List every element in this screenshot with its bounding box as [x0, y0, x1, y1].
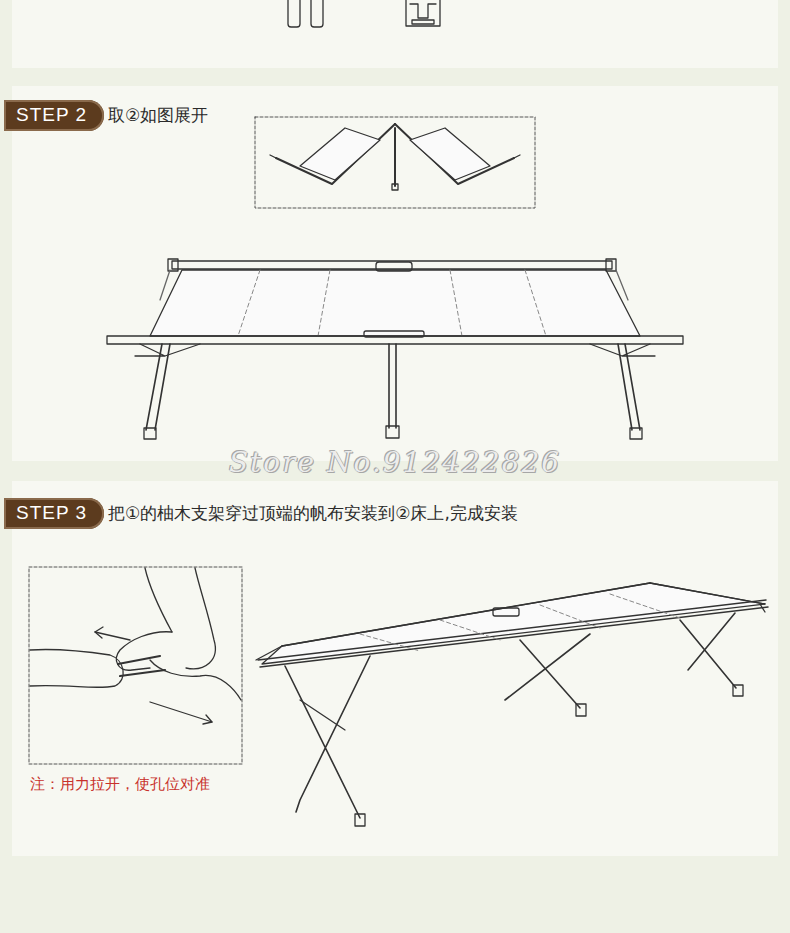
drawing-part	[389, 344, 396, 428]
cot-side-view	[107, 259, 683, 439]
drawing-part	[410, 128, 490, 180]
drawing-part	[262, 583, 765, 664]
drawing-part	[282, 583, 650, 646]
drawing-part	[160, 270, 628, 300]
watermark: Store No.912422826	[229, 446, 561, 479]
drawing-part	[606, 259, 616, 271]
drawing-part	[376, 262, 412, 271]
drawing-part	[300, 700, 345, 730]
drawing-part	[630, 428, 642, 439]
drawing-part	[118, 656, 165, 676]
folded-cot	[270, 124, 520, 190]
drawing-part	[493, 608, 519, 616]
drawing-part	[270, 155, 520, 158]
drawing-part	[146, 344, 170, 430]
drawing-part	[410, 4, 436, 18]
drawing-part	[355, 814, 365, 826]
panel	[12, 481, 778, 856]
drawing-part	[505, 634, 590, 708]
drawing-part	[150, 270, 640, 336]
drawing-part	[168, 259, 178, 271]
drawing-part	[394, 128, 396, 186]
drawing-part	[360, 594, 680, 651]
drawing-part	[733, 685, 743, 696]
drawing-part	[145, 568, 215, 669]
drawing-part	[276, 124, 395, 184]
drawing-part	[412, 20, 434, 24]
instruction-text: 取②如图展开	[108, 104, 208, 127]
detail-frame	[29, 567, 242, 764]
step-badge: STEP 3	[4, 498, 104, 529]
folded-parts	[288, 0, 440, 27]
drawing-part	[576, 704, 586, 716]
drawing-part	[392, 184, 398, 190]
drawing-part	[150, 702, 212, 722]
drawing-part	[150, 660, 241, 700]
drawing-part	[364, 331, 424, 337]
drawing-part	[238, 270, 546, 336]
drawing-part	[311, 0, 323, 27]
drawing-part	[760, 604, 765, 612]
drawing-part	[203, 715, 212, 724]
drawing-part	[386, 426, 399, 438]
step-label: STEP 2	[16, 104, 104, 126]
step-badge: STEP 2	[4, 100, 104, 131]
drawing-part	[590, 344, 655, 356]
hands-illustration	[30, 568, 241, 724]
drawing-part	[618, 344, 640, 430]
instruction-text: 把①的柚木支架穿过顶端的帆布安装到②床上,完成安装	[108, 502, 518, 525]
drawing-part	[300, 128, 380, 180]
drawing-part	[285, 656, 370, 818]
cot-perspective-view	[256, 583, 768, 826]
drawing-part	[680, 613, 736, 688]
note-text: 注：用力拉开，使孔位对准	[30, 775, 210, 794]
detail-frame	[255, 117, 535, 208]
drawing-part	[406, 0, 440, 26]
drawing-part	[95, 627, 103, 638]
drawing-part	[30, 649, 123, 687]
drawing-part	[135, 344, 200, 356]
step-label: STEP 3	[16, 502, 104, 524]
drawing-part	[395, 124, 514, 184]
drawing-part	[256, 583, 765, 660]
drawing-part	[116, 632, 172, 670]
drawing-part	[288, 0, 300, 27]
drawing-part	[144, 428, 156, 439]
panel	[12, 0, 778, 68]
